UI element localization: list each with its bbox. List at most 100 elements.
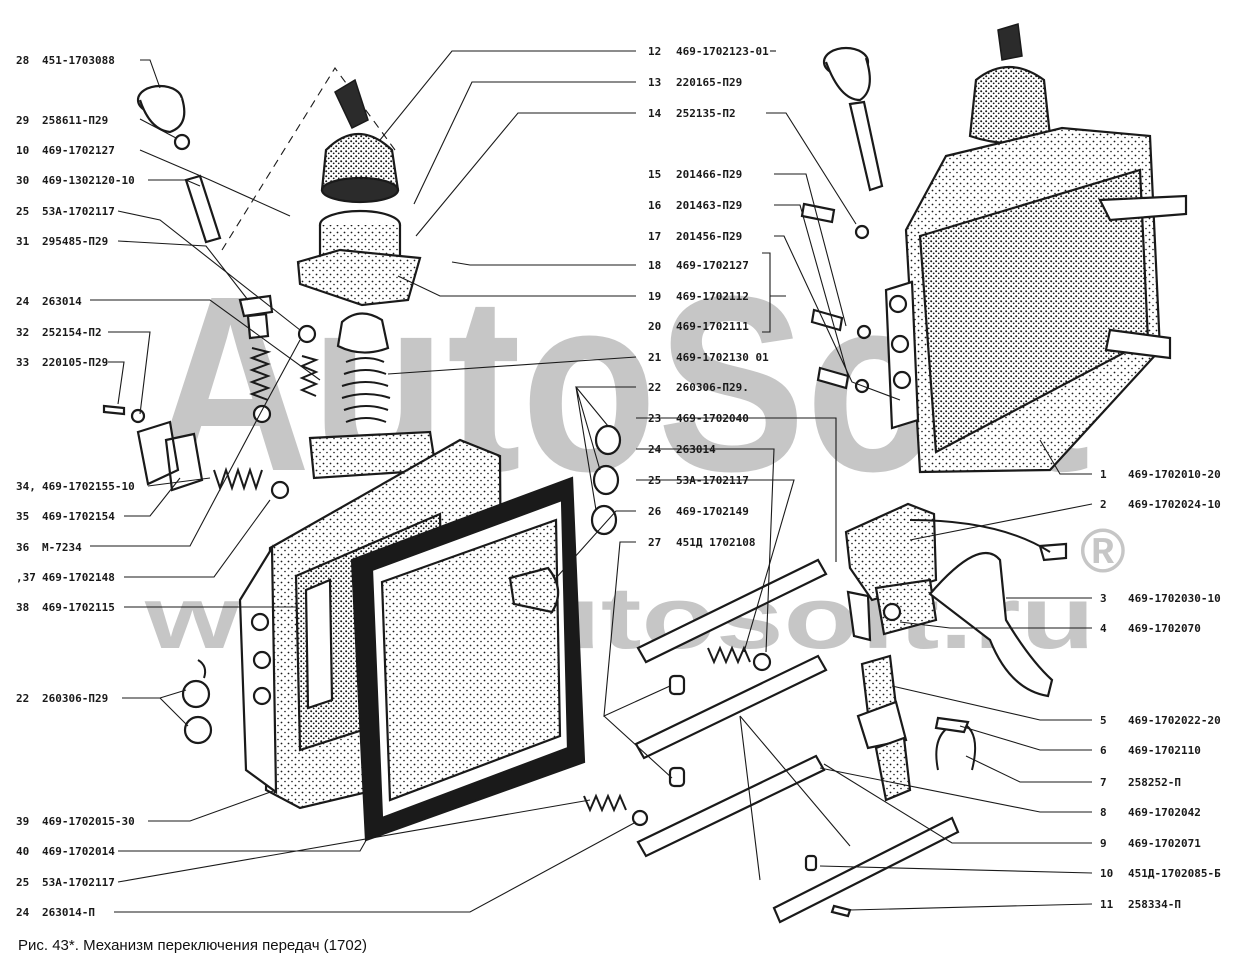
callout-part-code: 252154-П2	[42, 326, 102, 339]
callout-number: 14	[648, 107, 662, 120]
spring-37	[213, 466, 263, 492]
callout-number: 29	[16, 114, 29, 127]
rod-9	[636, 754, 826, 858]
rod-23	[636, 558, 828, 664]
gasket	[350, 476, 586, 842]
callout-part-code: 451Д-1702085-Б	[1128, 867, 1221, 880]
callout-number: 12	[648, 45, 661, 58]
callout-number: 38	[16, 601, 29, 614]
callout-number: 22	[648, 381, 661, 394]
callout-part-code: 469-1702130 01	[676, 351, 769, 364]
callout-part-code: 469-1702154	[42, 510, 115, 523]
plug-22a	[181, 679, 211, 709]
callout-part-code: М-7234	[42, 541, 82, 554]
callout-part-code: 469-1702040	[676, 412, 749, 425]
rod-8	[634, 654, 828, 760]
callout-part-code: 53А-1702117	[42, 205, 115, 218]
callout-part-code: 469-1702112	[676, 290, 749, 303]
ball-2	[252, 404, 272, 424]
ring-36	[270, 480, 290, 500]
ball-24-lower	[631, 809, 649, 827]
figure-caption: Рис. 43*. Механизм переключения передач …	[18, 937, 367, 954]
watermark-registered-mark: ®	[1080, 517, 1126, 586]
center-parts	[590, 424, 960, 924]
fork-2	[844, 502, 1068, 642]
callout-number: 26	[648, 505, 662, 518]
plug-22-c1	[594, 424, 622, 456]
callout-number: 6	[1100, 744, 1107, 757]
bolt-33	[102, 404, 126, 416]
bolt-18	[816, 366, 850, 390]
callout-number: 30	[16, 174, 29, 187]
rod-10	[772, 816, 960, 924]
gear-lever-boot	[320, 78, 400, 204]
plug-22b	[183, 715, 213, 745]
callout-part-code: 53А-1702117	[42, 876, 115, 889]
fork-5	[856, 654, 976, 802]
callout-part-code: 469-1702070	[1128, 622, 1201, 635]
callout-number: 34,	[16, 480, 36, 493]
callout-number: 8	[1100, 806, 1107, 819]
leaders	[90, 50, 1093, 913]
callout-part-code: 469-1702022-20	[1128, 714, 1221, 727]
callout-part-code: 469-1702127	[42, 144, 115, 157]
callout-number: 16	[648, 199, 662, 212]
callout-number: 7	[1100, 776, 1107, 789]
callout-part-code: 469-1702149	[676, 505, 749, 518]
callout-part-code: 451-1703088	[42, 54, 115, 67]
callout-part-code: 220105-П29	[42, 356, 108, 369]
callout-part-code: 469-1702030-10	[1128, 592, 1221, 605]
ball-24-center	[752, 652, 772, 672]
left-assembly	[102, 67, 649, 842]
callout-part-code: 263014	[42, 295, 82, 308]
callout-number: 25	[16, 205, 29, 218]
callout-number: 15	[648, 168, 661, 181]
callout-number: 24	[16, 906, 30, 919]
callout-part-code: 451Д 1702108	[676, 536, 755, 549]
callout-part-code: 201456-П29	[676, 230, 742, 243]
callout-number: 1	[1100, 468, 1107, 481]
washer-32	[130, 408, 146, 424]
spring-25-lower	[583, 793, 627, 813]
washer-16	[856, 324, 872, 340]
callout-number: 24	[16, 295, 30, 308]
callout-number: 9	[1100, 837, 1107, 850]
ball	[297, 324, 317, 344]
callout-number: 17	[648, 230, 661, 243]
callout-number: 5	[1100, 714, 1107, 727]
callout-part-code: 469-1702110	[1128, 744, 1201, 757]
callout-number: 33	[16, 356, 29, 369]
right-assembly	[800, 23, 1188, 802]
callout-part-code: 469-1702071	[1128, 837, 1201, 850]
callout-part-code: 469-1702155-10	[42, 480, 135, 493]
gear-knob-left	[136, 84, 222, 244]
callout-number: 2	[1100, 498, 1107, 511]
pin-hook	[197, 659, 207, 679]
callout-part-code: 260306-П29	[42, 692, 108, 705]
callout-part-code: 258252-П	[1128, 776, 1181, 789]
callout-part-code: 201466-П29	[676, 168, 742, 181]
springs-left	[249, 347, 319, 401]
callout-number: 3	[1100, 592, 1107, 605]
callout-part-code: 469-1702010-20	[1128, 468, 1221, 481]
callout-part-code: 469-1702148	[42, 571, 115, 584]
callout-part-code: 258334-П	[1128, 898, 1181, 911]
callout-part-code: 469-1702014	[42, 845, 115, 858]
callout-number: 10	[16, 144, 29, 157]
washer-15	[854, 224, 870, 240]
callout-number: 27	[648, 536, 661, 549]
callout-number: 31	[16, 235, 30, 248]
callout-number: ,37	[16, 571, 36, 584]
callout-number: 21	[648, 351, 662, 364]
callout-part-code: 263014	[676, 443, 716, 456]
seal-cup	[508, 566, 560, 614]
callout-part-code: 260306-П29.	[676, 381, 749, 394]
callout-part-code: 252135-П2	[676, 107, 736, 120]
callout-number: 23	[648, 412, 661, 425]
callout-part-code: 469-1702015-30	[42, 815, 135, 828]
callout-number: 11	[1100, 898, 1114, 911]
gear-knob-right	[822, 46, 884, 192]
pin-11	[830, 904, 852, 918]
